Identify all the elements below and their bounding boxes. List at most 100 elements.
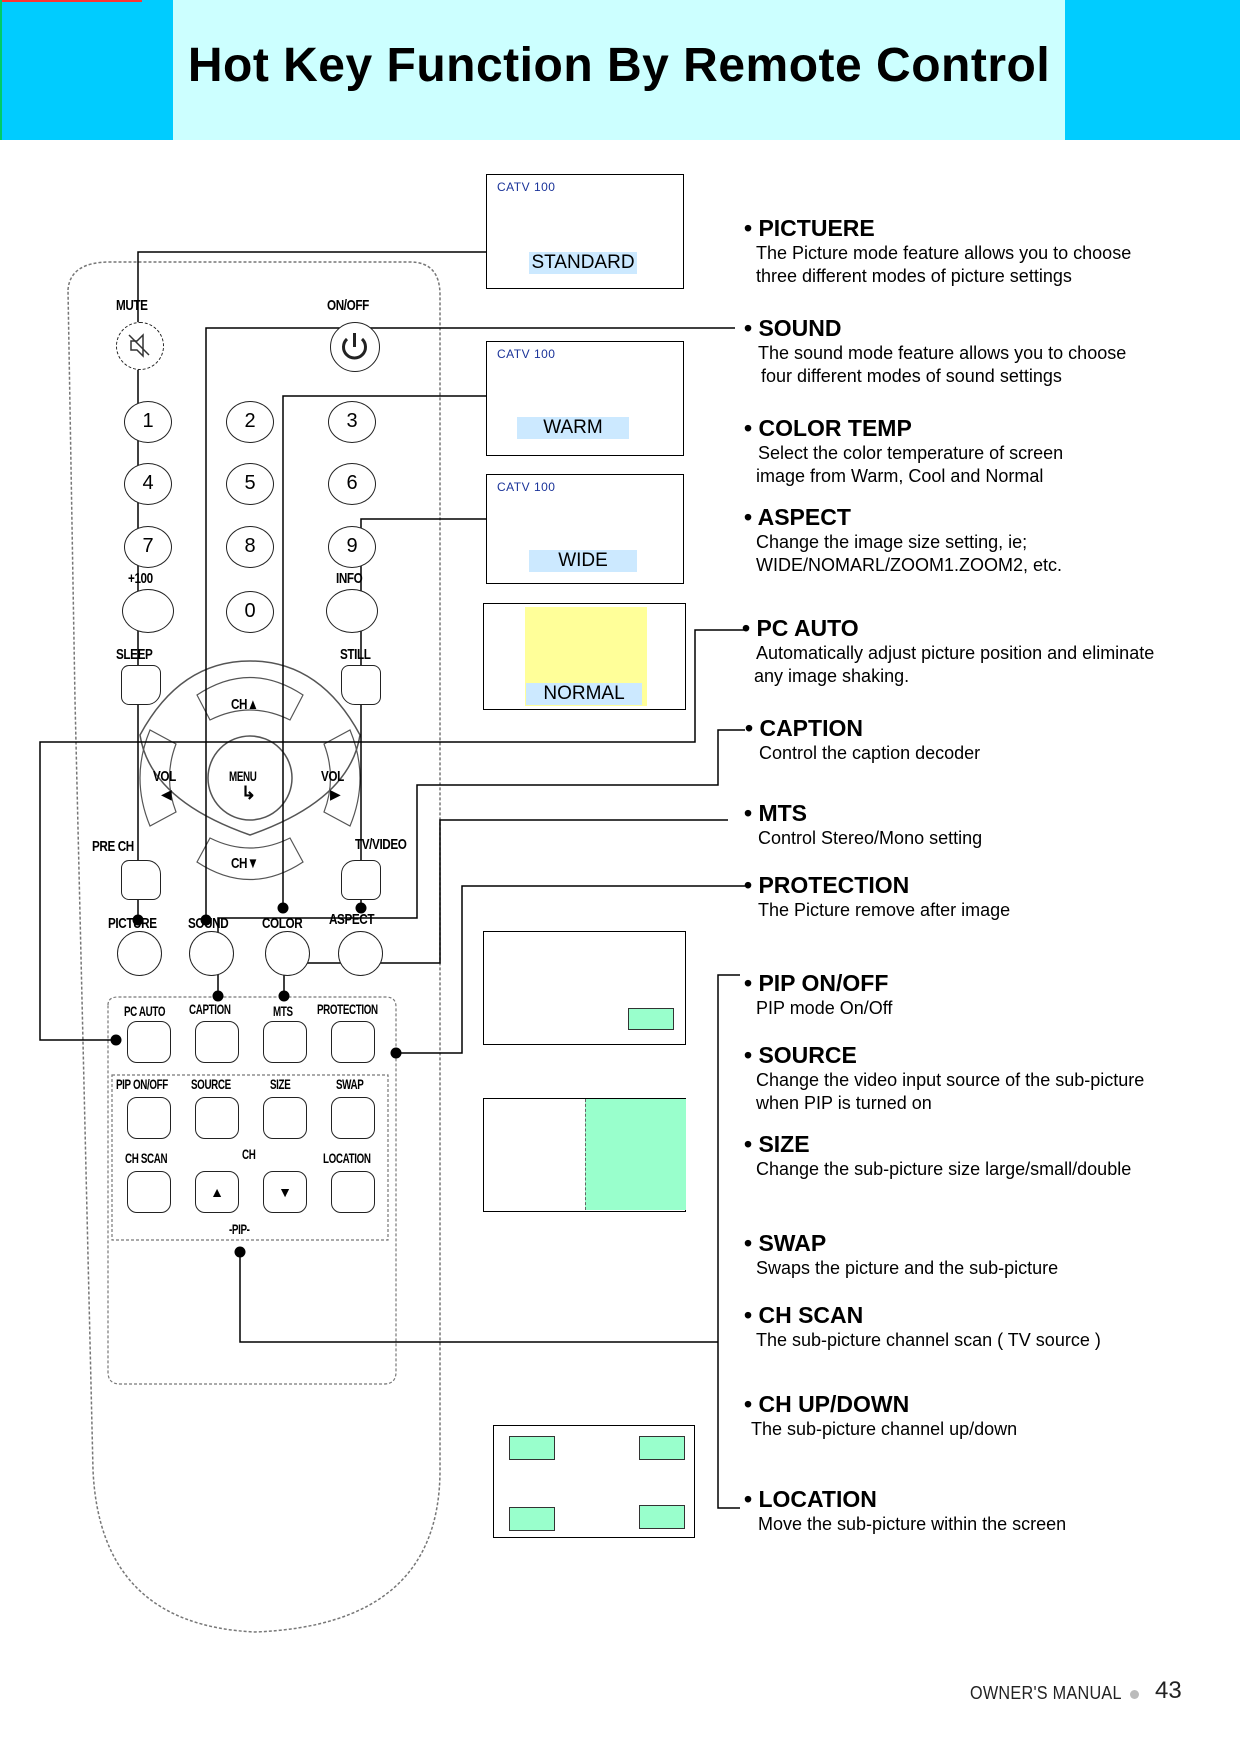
still-button[interactable]: [341, 665, 381, 705]
aspect-heading: ASPECT: [757, 504, 851, 530]
protection-text-1: The Picture remove after image: [758, 900, 1011, 920]
sleep-label: SLEEP: [116, 646, 153, 663]
protection-heading: PROTECTION: [758, 872, 910, 898]
aspect-button[interactable]: [338, 931, 383, 976]
location-heading: LOCATION: [758, 1486, 877, 1512]
size-text-1: Change the sub-picture size large/small/…: [756, 1159, 1132, 1179]
location-button[interactable]: [331, 1171, 375, 1213]
picture-heading: PICTUERE: [758, 215, 875, 241]
picture-button[interactable]: [117, 931, 162, 976]
mts-button[interactable]: [263, 1021, 307, 1063]
aspect-label: ASPECT: [329, 911, 375, 928]
bullet: •: [744, 1486, 759, 1512]
mute-label: MUTE: [116, 297, 148, 314]
color-temp-text-1: Select the color temperature of screen: [758, 443, 1064, 463]
location-text-1: Move the sub-picture within the screen: [758, 1514, 1067, 1534]
number-7-button[interactable]: 7: [124, 526, 172, 568]
swap-text-1: Swaps the picture and the sub-picture: [756, 1258, 1059, 1278]
picture-text-2: three different modes of picture setting…: [756, 266, 1072, 286]
plus100-label: +100: [128, 570, 153, 587]
power-button[interactable]: [330, 322, 380, 372]
pip-window-large: [585, 1099, 686, 1210]
bullet: •: [744, 800, 759, 826]
source-description: • SOURCE Change the video input source o…: [744, 1042, 1144, 1115]
protection-description: • PROTECTION The Picture remove after im…: [744, 872, 1010, 922]
pip-on-screen: [483, 931, 686, 1045]
swap-description: • SWAP Swaps the picture and the sub-pic…: [744, 1230, 1058, 1280]
plus100-button[interactable]: [122, 589, 174, 633]
aspect-screen: CATV 100 WIDE: [486, 474, 684, 584]
swap-button[interactable]: [331, 1097, 375, 1139]
number-3-button[interactable]: 3: [328, 401, 376, 443]
pc-auto-heading: PC AUTO: [756, 615, 859, 641]
tv-video-button[interactable]: [341, 860, 381, 900]
bullet: •: [744, 1042, 759, 1068]
mute-button[interactable]: [116, 322, 164, 370]
size-button[interactable]: [263, 1097, 307, 1139]
caption-description: • CAPTION Control the caption decoder: [745, 715, 980, 765]
channel-indicator: CATV 100: [497, 480, 556, 494]
number-5-button[interactable]: 5: [226, 463, 274, 505]
ch-scan-description: • CH SCAN The sub-picture channel scan (…: [744, 1302, 1101, 1352]
aspect-text-2: WIDE/NOMARL/ZOOM1.ZOOM2, etc.: [756, 555, 1063, 575]
vol-down-button[interactable]: VOL: [153, 768, 176, 785]
pip-window: [628, 1008, 674, 1030]
color-temp-text-2: image from Warm, Cool and Normal: [756, 466, 1044, 486]
page-title: Hot Key Function By Remote Control: [187, 39, 1051, 92]
sound-description: • SOUND The sound mode feature allows yo…: [744, 315, 1126, 388]
pre-ch-button[interactable]: [121, 860, 161, 900]
pip-on-off-label: PIP ON/OFF: [116, 1076, 168, 1092]
location-label: LOCATION: [323, 1150, 371, 1166]
color-button[interactable]: [265, 931, 310, 976]
enter-icon: ↳: [241, 783, 257, 803]
swap-heading: SWAP: [758, 1230, 827, 1256]
picture-mode-screen: CATV 100 STANDARD: [486, 174, 684, 289]
ch-scan-text-1: The sub-picture channel scan ( TV source…: [756, 1330, 1101, 1350]
color-temp-heading: COLOR TEMP: [758, 415, 912, 441]
ch-up-down-heading: CH UP/DOWN: [758, 1391, 910, 1417]
pc-auto-label: PC AUTO: [124, 1003, 166, 1019]
sound-button[interactable]: [189, 931, 234, 976]
ch-up-down-text-1: The sub-picture channel up/down: [751, 1419, 1018, 1439]
sleep-button[interactable]: [121, 665, 161, 705]
right-arrow-icon: ▶: [330, 786, 341, 802]
mts-text-1: Control Stereo/Mono setting: [758, 828, 983, 848]
number-1-button[interactable]: 1: [124, 401, 172, 443]
caption-button[interactable]: [195, 1021, 239, 1063]
source-heading: SOURCE: [758, 1042, 857, 1068]
protection-button[interactable]: [331, 1021, 375, 1063]
number-9-button[interactable]: 9: [328, 526, 376, 568]
bullet: •: [742, 615, 757, 641]
pc-auto-button[interactable]: [127, 1021, 171, 1063]
aspect-description: • ASPECT Change the image size setting, …: [744, 504, 1062, 577]
bullet: •: [744, 315, 759, 341]
pc-auto-text-2: any image shaking.: [754, 666, 910, 686]
footer-separator-dot: [1130, 1690, 1139, 1699]
number-2-button[interactable]: 2: [226, 401, 274, 443]
info-button[interactable]: [326, 589, 378, 633]
ch-up-button[interactable]: CH▲: [231, 696, 259, 713]
picture-description: • PICTUERE The Picture mode feature allo…: [744, 215, 1131, 288]
bullet: •: [744, 215, 759, 241]
pip-on-off-description: • PIP ON/OFF PIP mode On/Off: [744, 970, 892, 1020]
pip-location-top-right: [639, 1436, 685, 1460]
ch-down-button[interactable]: CH▼: [231, 855, 259, 872]
size-description: • SIZE Change the sub-picture size large…: [744, 1131, 1131, 1181]
pip-on-off-button[interactable]: [127, 1097, 171, 1139]
pip-ch-down-button[interactable]: ▼: [263, 1171, 307, 1213]
vol-up-button[interactable]: VOL: [321, 768, 344, 785]
source-button[interactable]: [195, 1097, 239, 1139]
number-6-button[interactable]: 6: [328, 463, 376, 505]
header-accent-edge: [0, 0, 2, 140]
number-8-button[interactable]: 8: [226, 526, 274, 568]
number-4-button[interactable]: 4: [124, 463, 172, 505]
pip-ch-up-button[interactable]: ▲: [195, 1171, 239, 1213]
ch-scan-button[interactable]: [127, 1171, 171, 1213]
pc-auto-screen: NORMAL: [483, 603, 686, 710]
mts-label: MTS: [273, 1003, 293, 1019]
number-0-button[interactable]: 0: [226, 591, 274, 633]
menu-button[interactable]: MENU: [229, 768, 257, 784]
color-temp-value: WARM: [517, 417, 629, 439]
tv-video-label: TV/VIDEO: [355, 836, 407, 853]
bullet: •: [744, 970, 759, 996]
